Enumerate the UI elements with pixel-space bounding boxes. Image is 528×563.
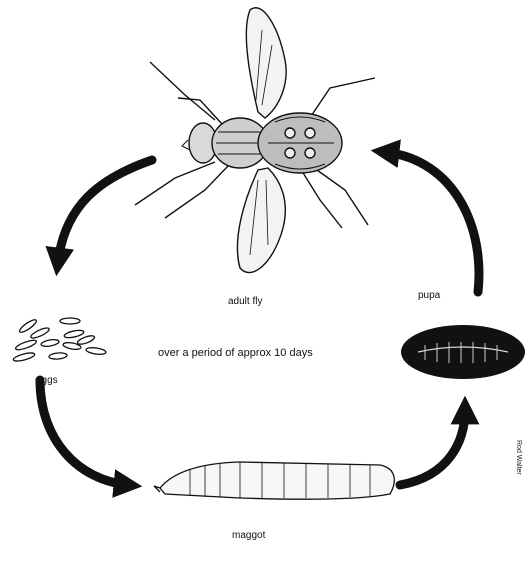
- eggs-illustration: [13, 318, 107, 363]
- pupa-illustration: [401, 325, 525, 379]
- maggot-illustration: [154, 462, 394, 499]
- maggot-label: maggot: [232, 530, 265, 542]
- eggs-label: eggs: [36, 375, 58, 387]
- illustrator-credit: Rod Walter: [514, 440, 522, 475]
- adult-fly-label: adult fly: [228, 296, 262, 308]
- arrow-maggot-to-pupa: [400, 410, 465, 485]
- cycle-duration-caption: over a period of approx 10 days: [158, 347, 313, 360]
- arrow-eggs-to-maggot: [40, 380, 128, 485]
- adult-fly-illustration: [135, 8, 375, 273]
- arrow-adult-to-eggs: [58, 160, 152, 262]
- pupa-label: pupa: [418, 290, 440, 302]
- arrow-pupa-to-adult: [385, 152, 479, 292]
